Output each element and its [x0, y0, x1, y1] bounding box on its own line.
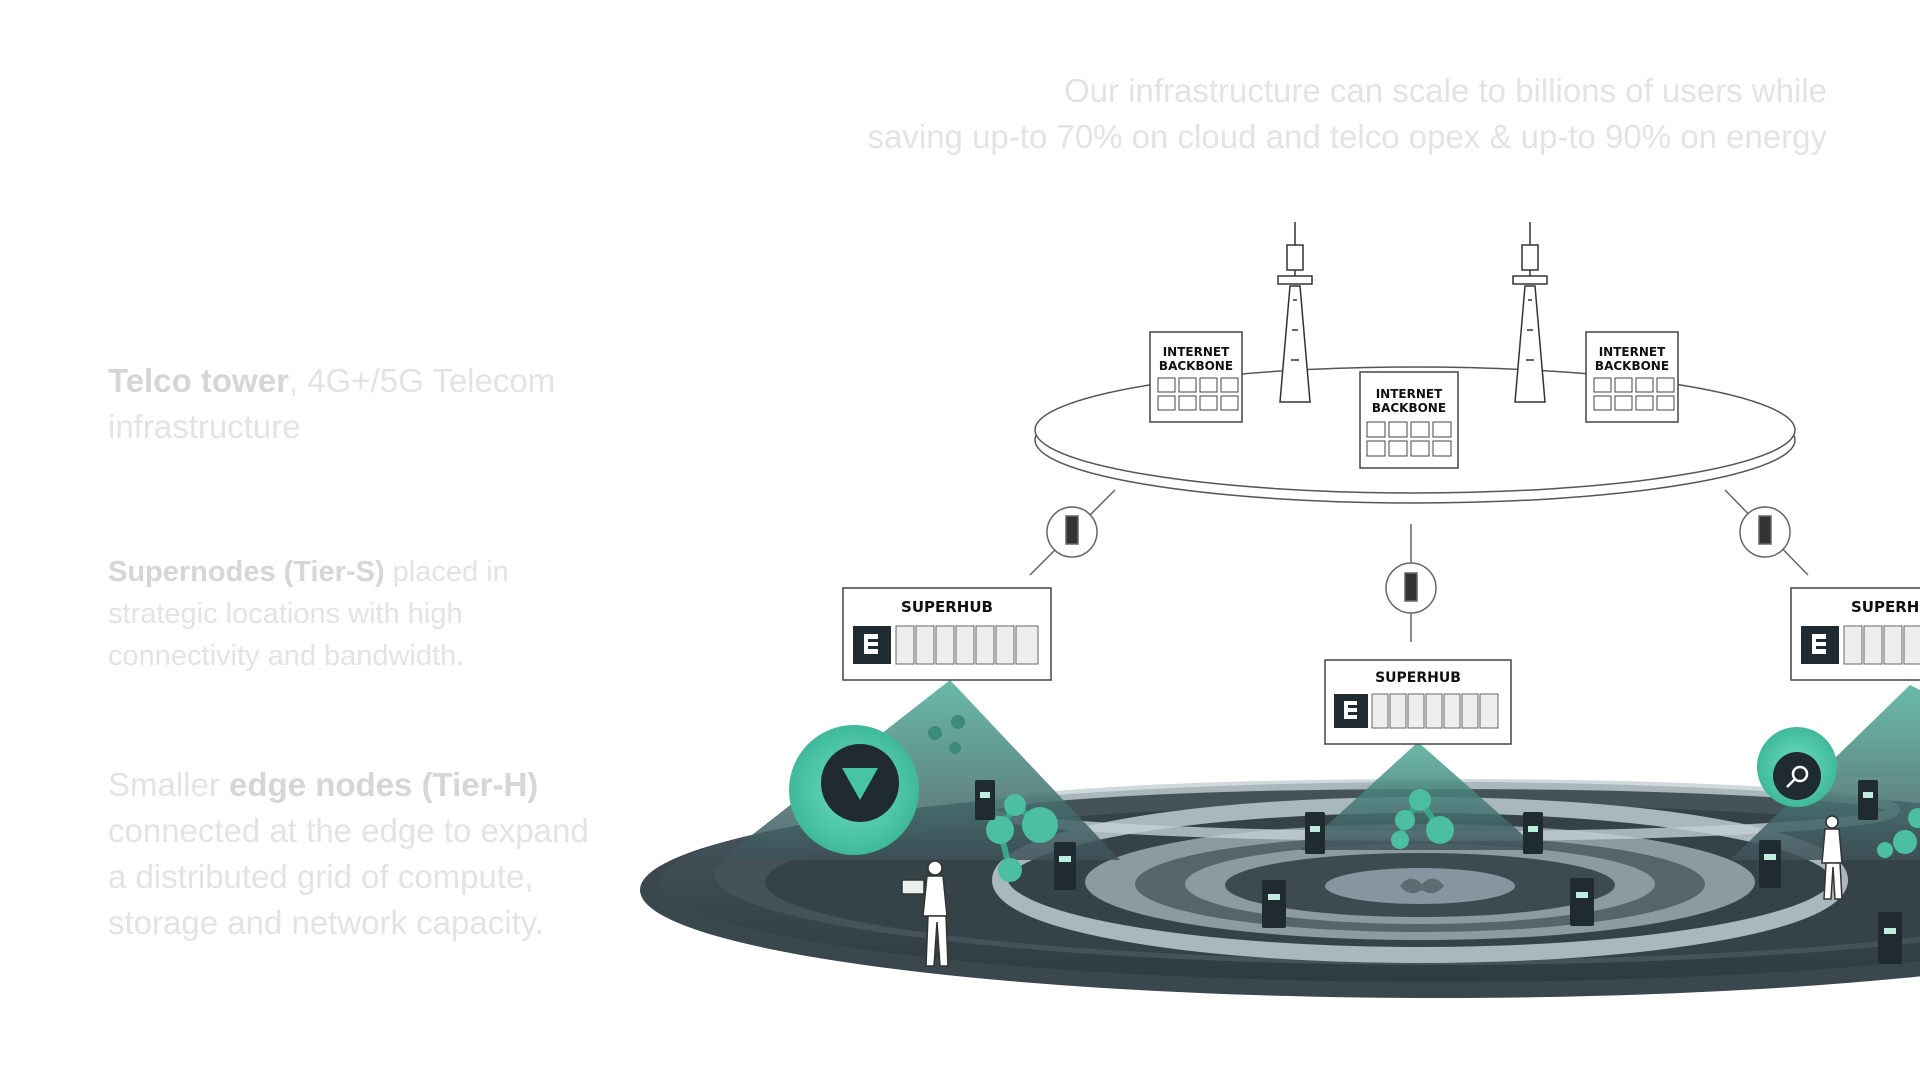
telco-tower-description: Telco tower, 4G+/5G Telecom infrastructu… — [108, 358, 668, 450]
telco-tower-text-line2: infrastructure — [108, 408, 301, 445]
molecule-cluster-right — [1877, 808, 1920, 858]
edge-nodes-description: Smaller edge nodes (Tier-H) connected at… — [108, 762, 668, 946]
backbone-label-line1: INTERNET — [1376, 387, 1443, 401]
molecule-cluster-left — [928, 715, 1058, 882]
superhub-left: SUPERHUB — [842, 587, 1052, 681]
backbone-label-line1: INTERNET — [1163, 345, 1230, 359]
telco-tower-term: Telco tower — [108, 362, 289, 399]
superhub-label: SUPERH — [1851, 598, 1919, 616]
headline-line-2: saving up-to 70% on cloud and telco opex… — [867, 118, 1827, 155]
backbone-label-line2: BACKBONE — [1595, 359, 1669, 373]
edge-nodes-text-line4: storage and network capacity. — [108, 904, 544, 941]
search-badge-icon — [1757, 727, 1837, 807]
internet-backbone-right: INTERNET BACKBONE — [1585, 331, 1679, 423]
internet-backbone-left: INTERNET BACKBONE — [1149, 331, 1243, 423]
connector-right — [1724, 489, 1809, 576]
edge-nodes-text-line3: a distributed grid of compute, — [108, 858, 534, 895]
superhub-label: SUPERHUB — [901, 598, 993, 616]
supernodes-text-line3: connectivity and bandwidth. — [108, 640, 465, 672]
person-left — [901, 860, 949, 967]
backbone-label-line2: BACKBONE — [1372, 401, 1446, 415]
edge-nodes-text-line2: connected at the edge to expand — [108, 812, 589, 849]
person-right — [1821, 815, 1843, 900]
supernodes-term: Supernodes (Tier-S) — [108, 556, 385, 588]
edge-nodes — [975, 780, 1902, 964]
download-badge-icon — [789, 725, 919, 855]
superhub-right: SUPERH — [1790, 587, 1920, 681]
supernodes-text-line2: strategic locations with high — [108, 598, 463, 630]
telco-tower-right — [1512, 222, 1548, 403]
connector-left — [1029, 489, 1116, 576]
supernodes-text: placed in — [384, 556, 509, 588]
telco-tower-text: , 4G+/5G Telecom — [288, 362, 556, 399]
headline: Our infrastructure can scale to billions… — [677, 68, 1827, 160]
molecule-cluster-center — [1391, 789, 1454, 849]
superhub-label: SUPERHUB — [1375, 670, 1461, 686]
edge-nodes-prefix: Smaller — [108, 766, 230, 803]
backbone-label-line2: BACKBONE — [1159, 359, 1233, 373]
backbone-label-line1: INTERNET — [1599, 345, 1666, 359]
superhub-center: SUPERHUB — [1324, 659, 1512, 745]
headline-line-1: Our infrastructure can scale to billions… — [1064, 72, 1827, 109]
connector-center — [1385, 524, 1437, 642]
edge-nodes-term: edge nodes (Tier-H) — [229, 766, 539, 803]
supernodes-description: Supernodes (Tier-S) placed in strategic … — [108, 551, 578, 677]
telco-tower-left — [1277, 222, 1313, 403]
internet-backbone-center: INTERNET BACKBONE — [1359, 371, 1459, 469]
